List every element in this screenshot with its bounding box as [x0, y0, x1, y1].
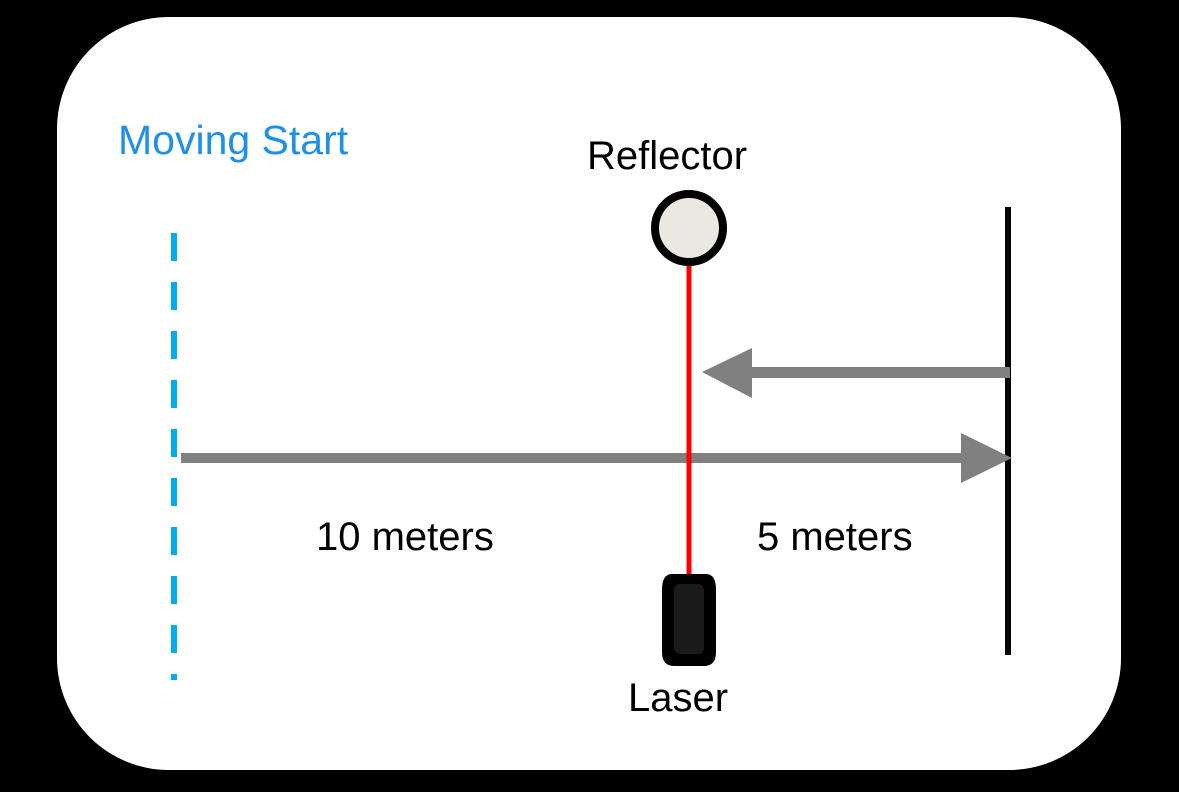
laser-device-icon	[662, 574, 716, 666]
laser-label: Laser	[628, 676, 729, 720]
reflector-icon	[651, 190, 727, 266]
forward-arrow-shaft	[181, 453, 966, 463]
moving-start-label: Moving Start	[118, 117, 349, 163]
laser-inner-panel	[674, 584, 704, 654]
forward-arrow	[181, 433, 1012, 483]
distance-left-label: 10 meters	[316, 515, 494, 559]
return-arrow-head	[702, 348, 752, 398]
return-arrow	[702, 348, 1010, 398]
return-arrow-shaft	[748, 367, 1010, 378]
diagram-panel	[57, 17, 1121, 770]
reflector-label: Reflector	[587, 134, 748, 178]
distance-right-label: 5 meters	[757, 515, 913, 559]
forward-arrow-head	[961, 433, 1012, 483]
